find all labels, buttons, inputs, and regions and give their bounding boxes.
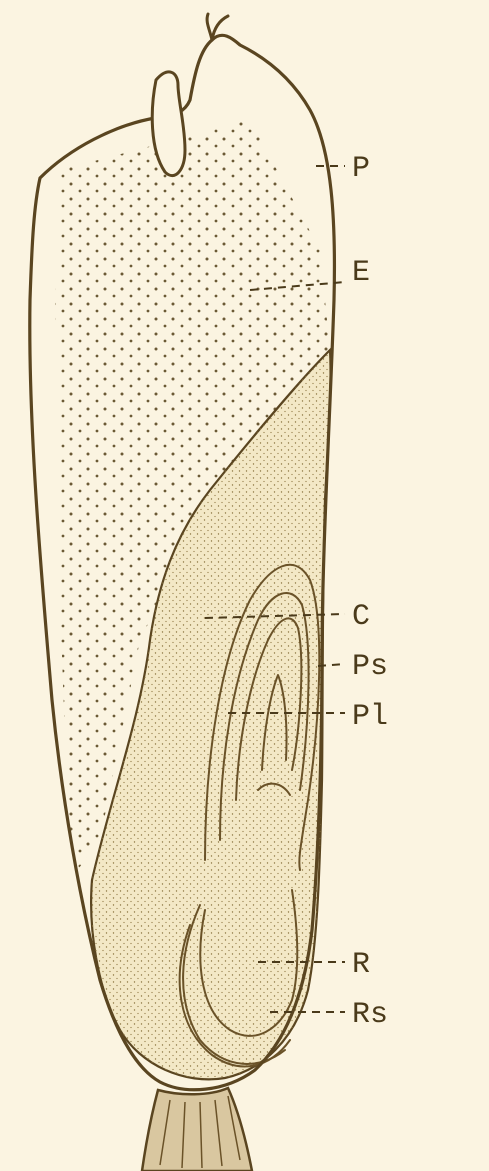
label-plumule: Pl (352, 700, 388, 734)
label-plumule-sheath: Ps (352, 650, 388, 684)
label-radicle-sheath: Rs (352, 998, 388, 1032)
label-cotyledon: C (352, 600, 370, 634)
tip-cap (142, 1088, 252, 1171)
label-radicle: R (352, 948, 370, 982)
label-endosperm: E (352, 256, 370, 290)
label-pericarp: P (352, 152, 370, 186)
